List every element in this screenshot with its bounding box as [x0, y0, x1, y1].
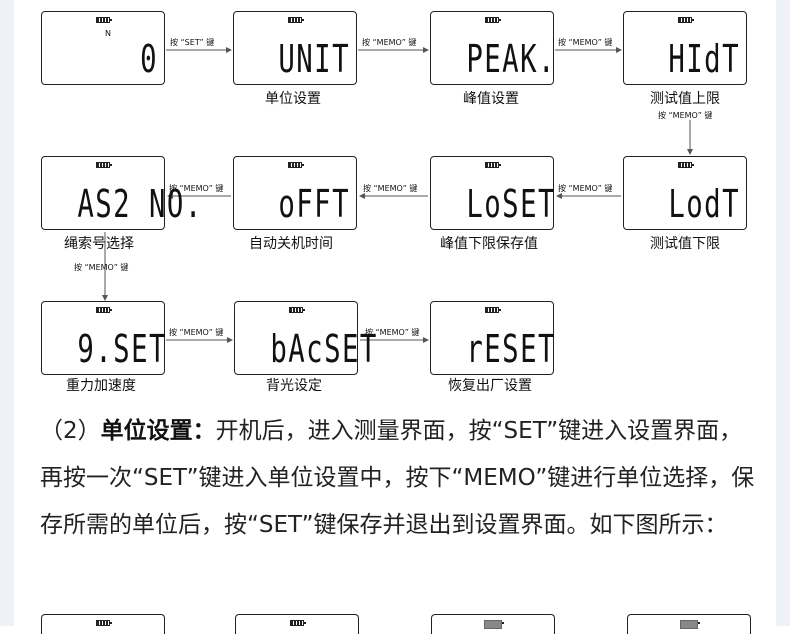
lcd-screen-lower-limit: LodT: [623, 156, 747, 230]
battery-icon: [288, 17, 304, 23]
battery-icon: [96, 17, 112, 23]
lcd-display: LoSET: [466, 182, 556, 226]
battery-icon: [680, 620, 700, 629]
paragraph-body: 开机后，进入测量界面，按“SET”键进入设置界面，再按一次“SET”键进入单位设…: [40, 418, 755, 538]
left-margin-strip: [0, 0, 14, 626]
caption-upper-limit: 测试值上限: [650, 91, 720, 107]
lcd-display: AS2 NO.: [77, 182, 203, 226]
battery-icon: [678, 162, 694, 168]
unit-indicator: N: [105, 29, 111, 38]
arrow-label-memo-8: 按 “MEMO” 键: [169, 328, 224, 337]
lcd-screen-backlight: bAcSET: [234, 301, 378, 375]
caption-rope: 绳索号选择: [64, 236, 134, 252]
caption-auto-off: 自动关机时间: [249, 236, 333, 252]
instruction-paragraph: （2）单位设置：开机后，进入测量界面，按“SET”键进入设置界面，再按一次“SE…: [40, 408, 760, 549]
arrow-label-memo-9: 按 “MEMO” 键: [365, 328, 420, 337]
arrow-label-memo-5: 按 “MEMO” 键: [363, 184, 418, 193]
arrow-label-memo-3: 按 “MEMO” 键: [658, 111, 713, 120]
battery-icon: [96, 620, 112, 626]
arrow-label-memo-1: 按 “MEMO” 键: [362, 38, 417, 47]
lcd-screen-auto-off: oFFT: [233, 156, 357, 230]
lcd-screen-partial-2: [235, 614, 359, 634]
lcd-screen-upper-limit: HIdT: [623, 11, 747, 85]
lcd-display: 9.SET: [77, 327, 167, 371]
arrow-label-set: 按 “SET” 键: [170, 38, 215, 47]
lcd-display: oFFT: [278, 182, 350, 226]
lcd-screen-unit: UNIT: [233, 11, 357, 85]
paragraph-heading: 单位设置：: [100, 418, 216, 444]
lcd-screen-measure: N 0: [41, 11, 165, 85]
lcd-screen-peak: PEAK.: [430, 11, 554, 85]
caption-peak-lower: 峰值下限保存值: [440, 236, 538, 252]
lcd-display: UNIT: [278, 37, 350, 81]
lcd-screen-reset: rESET: [430, 301, 554, 375]
battery-icon: [485, 307, 501, 313]
battery-icon: [485, 162, 501, 168]
battery-icon: [96, 307, 112, 313]
lcd-display: 0: [140, 37, 158, 81]
battery-icon: [678, 17, 694, 23]
caption-reset: 恢复出厂设置: [448, 378, 532, 394]
lcd-screen-partial-3: [431, 614, 555, 634]
battery-icon: [96, 162, 112, 168]
lcd-screen-gravity: 9.SET: [41, 301, 165, 375]
lcd-screen-partial-1: [41, 614, 165, 634]
paragraph-prefix: （2）: [40, 418, 101, 444]
lcd-display: PEAK.: [466, 37, 556, 81]
lcd-display: LodT: [668, 182, 740, 226]
lcd-screen-peak-lower: LoSET: [430, 156, 554, 230]
battery-icon: [484, 620, 504, 629]
battery-icon: [289, 307, 305, 313]
caption-gravity: 重力加速度: [66, 378, 136, 394]
arrow-label-memo-4: 按 “MEMO” 键: [558, 184, 613, 193]
battery-icon: [485, 17, 501, 23]
arrow-label-memo-2: 按 “MEMO” 键: [558, 38, 613, 47]
right-margin-strip: [776, 0, 790, 626]
caption-unit: 单位设置: [265, 91, 321, 107]
caption-lower-limit: 测试值下限: [650, 236, 720, 252]
lcd-screen-rope: AS2 NO.: [41, 156, 203, 230]
caption-peak: 峰值设置: [463, 91, 519, 107]
lcd-display: bAcSET: [270, 327, 378, 371]
arrow-label-memo-7: 按 “MEMO” 键: [74, 263, 129, 272]
battery-icon: [288, 162, 304, 168]
lcd-display: HIdT: [668, 37, 740, 81]
lcd-display: rESET: [466, 327, 556, 371]
caption-backlight: 背光设定: [266, 378, 322, 394]
lcd-screen-partial-4: [627, 614, 751, 634]
battery-icon: [290, 620, 306, 626]
arrow-label-memo-6: 按 “MEMO” 键: [169, 184, 224, 193]
